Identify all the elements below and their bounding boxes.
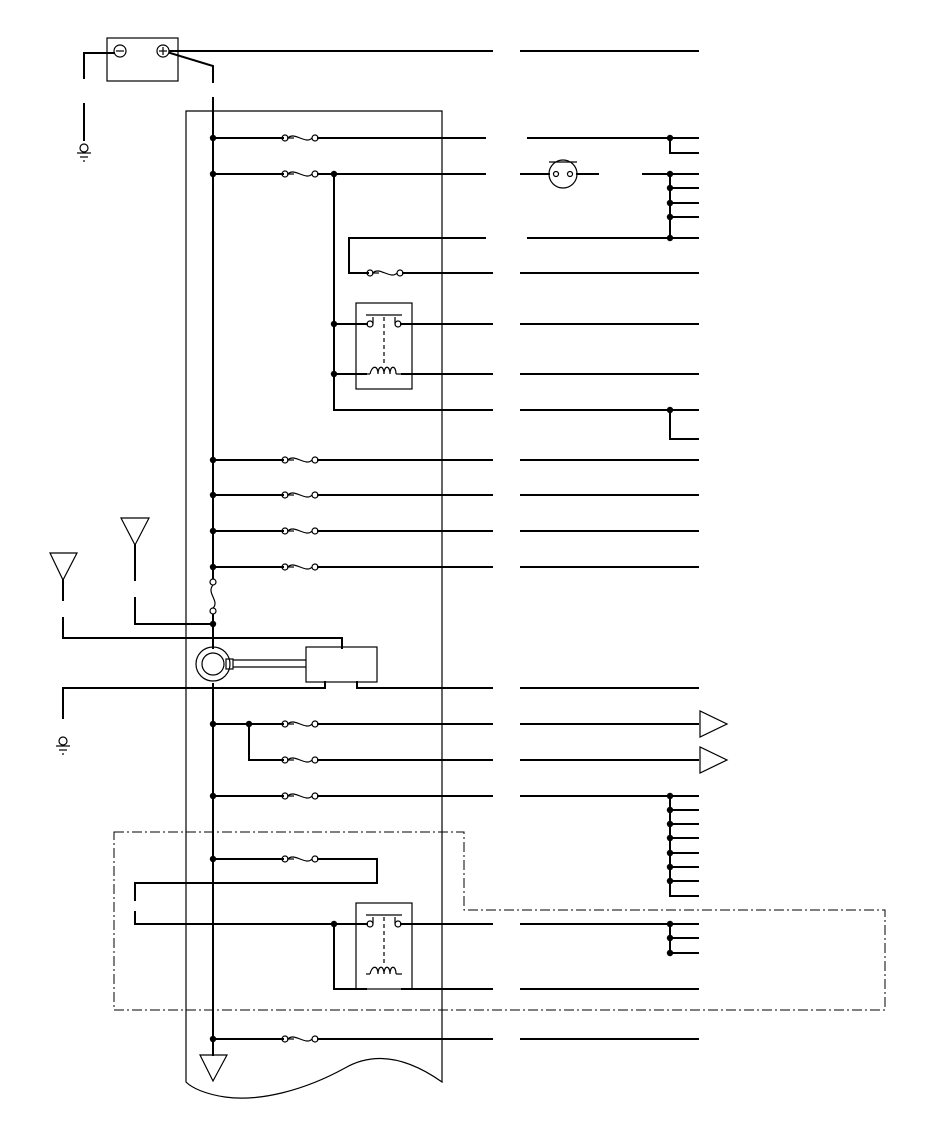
lamp [548,159,578,189]
fuse-4 [281,456,319,464]
battery-ground-symbol [76,143,92,162]
bus-arrow-connector [199,1054,229,1083]
fuse-box-outline [185,110,443,1099]
fuse-10 [281,792,319,800]
arrow-connector-1 [699,710,729,738]
ignition-switch [195,646,378,683]
fuse-11 [281,855,319,863]
arrow-connector-2 [699,746,729,774]
fuse-1 [281,134,319,142]
battery [106,37,179,82]
switch-ground-symbol [55,736,71,755]
fuse-12 [281,1035,319,1043]
antenna-connector-2 [49,552,78,582]
relay-1 [355,302,413,390]
antenna-connector-1 [120,517,150,547]
fuse-3 [366,269,404,277]
junction-dots [209,134,674,1043]
fusible-link [209,578,217,615]
fuse-5 [281,491,319,499]
fuse-8 [281,720,319,728]
relay-2 [355,902,413,990]
fuse-9 [281,756,319,764]
optional-equipment-outline [113,831,886,1011]
fuse-6 [281,527,319,535]
fuse-2 [281,170,319,178]
fuse-7 [281,563,319,571]
